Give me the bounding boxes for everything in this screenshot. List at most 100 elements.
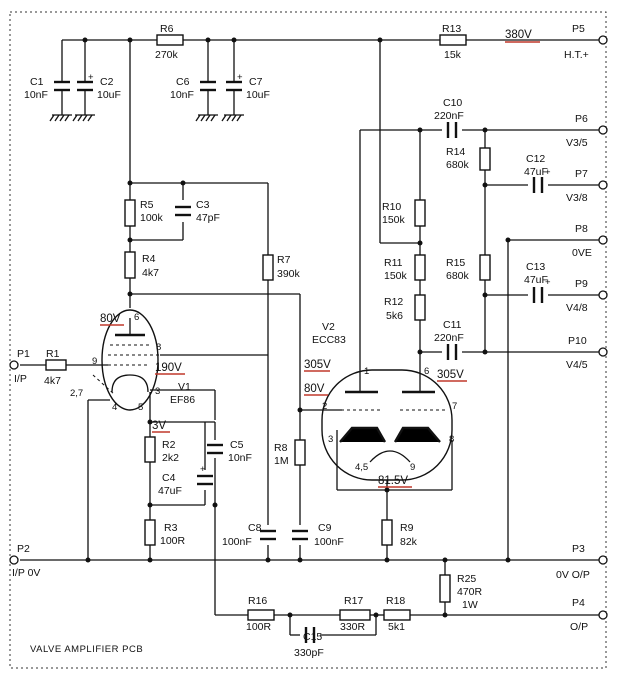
label-port-p2-id: P2: [17, 543, 30, 555]
label-c4-ref: C4: [162, 472, 176, 484]
label-r9-value: 82k: [400, 536, 418, 548]
label-r8-value: 1M: [274, 455, 289, 467]
resistor-r7-body: [262, 254, 274, 281]
label-port-p1-id: P1: [17, 348, 30, 360]
label-r9-ref: R9: [400, 522, 414, 534]
label-r2-value: 2k2: [162, 452, 179, 464]
capacitor-c7-symbol: [226, 72, 242, 100]
label-v1-pin-5: 5: [138, 402, 143, 413]
label-r7-ref: R7: [277, 254, 291, 266]
label-port-p3-name: 0V O/P: [556, 569, 590, 581]
label-port-p5-id: P5: [572, 23, 585, 35]
label-c12-value: 47uF: [524, 166, 548, 178]
label-v2-pin-2: 2: [322, 401, 327, 412]
label-c6-ref: C6: [176, 76, 190, 88]
label-c15-value: 330pF: [294, 647, 324, 659]
label-v1-pin-6: 6: [134, 312, 139, 323]
label-r1-ref: R1: [46, 348, 60, 360]
label-port-p6-id: P6: [575, 113, 588, 125]
polarity-plus-c12: +: [545, 167, 551, 178]
capacitor-c4-symbol: [197, 474, 213, 486]
capacitor-c5-symbol: [207, 443, 223, 455]
label-r13-ref: R13: [442, 23, 461, 35]
label-r25-value: 470R: [457, 586, 483, 598]
label-c7-ref: C7: [249, 76, 263, 88]
ground-symbols: [49, 114, 244, 122]
label-r7-value: 390k: [277, 268, 301, 280]
resistor-r9-body: [381, 519, 393, 546]
label-r13-value: 15k: [444, 49, 462, 61]
capacitor-c11-symbol: [446, 344, 458, 360]
label-v2-pin-6: 6: [424, 366, 429, 377]
resistors: [45, 34, 491, 621]
label-port-p8-id: P8: [575, 223, 588, 235]
polarity-plus-c4: +: [200, 464, 206, 475]
label-v1-pin-27: 2,7: [70, 388, 83, 399]
label-v1-pin-8: 8: [156, 342, 161, 353]
valve-v2-envelope: [321, 369, 453, 481]
label-port-p4-id: P4: [572, 597, 585, 609]
label-port-p1-name: I/P: [14, 373, 27, 385]
label-c13-value: 47uF: [524, 274, 548, 286]
label-c15-ref: C15: [303, 631, 322, 643]
polarity-plus-c13: +: [545, 277, 551, 288]
label-c8-ref: C8: [248, 522, 262, 534]
label-r8-ref: R8: [274, 442, 288, 454]
voltage-v2-cathode: 81.5V: [378, 475, 408, 487]
label-v2-pin-9: 9: [410, 462, 415, 473]
capacitor-c15-symbol: [304, 627, 316, 643]
label-c1-ref: C1: [30, 76, 44, 88]
capacitor-c6-symbol: [200, 72, 216, 100]
label-v2-pin-8: 8: [449, 434, 454, 445]
resistor-r3-body: [144, 519, 156, 546]
label-r5-ref: R5: [140, 199, 154, 211]
label-port-p6-name: V3/5: [566, 137, 588, 149]
label-c5-value: 10nF: [228, 452, 252, 464]
label-c2-ref: C2: [100, 76, 114, 88]
label-r16-ref: R16: [248, 595, 267, 607]
capacitor-c10-symbol: [446, 122, 458, 138]
label-r14-ref: R14: [446, 146, 465, 158]
label-r4-value: 4k7: [142, 267, 159, 279]
valve-v1-envelope: [101, 309, 159, 411]
resistor-r25-body: [439, 574, 451, 603]
label-c4-value: 47uF: [158, 485, 182, 497]
label-c12-ref: C12: [526, 153, 545, 165]
capacitor-c12-symbol: [532, 177, 544, 193]
resistor-r16-body: [247, 609, 275, 621]
label-v2-ref: V2: [322, 321, 335, 333]
label-r10-value: 150k: [382, 214, 406, 226]
ground-icon: [49, 114, 72, 122]
label-r10-ref: R10: [382, 201, 401, 213]
resistor-r14-body: [479, 147, 491, 171]
label-c2-value: 10uF: [97, 89, 121, 101]
voltage-v2-anode-b: 305V: [437, 369, 464, 381]
polarity-plus-c2: +: [88, 72, 94, 83]
label-c10-ref: C10: [443, 97, 462, 109]
polarity-plus-c7: +: [237, 72, 243, 83]
capacitors: [54, 72, 544, 643]
label-c11-ref: C11: [443, 319, 462, 331]
voltage-v2-anode-a: 305V: [304, 359, 331, 371]
label-v1-pin-3: 3: [155, 386, 160, 397]
port-pads: [9, 35, 608, 620]
label-v1-pin-9: 9: [92, 356, 97, 367]
capacitor-c1-symbol: [54, 72, 70, 100]
wiring: [20, 39, 600, 636]
label-v2-type: ECC83: [312, 334, 346, 346]
capacitor-c8-symbol: [260, 529, 276, 541]
label-port-p9-name: V4/8: [566, 302, 588, 314]
label-r3-ref: R3: [164, 522, 178, 534]
label-c9-ref: C9: [318, 522, 332, 534]
label-v1-type: EF86: [170, 394, 195, 406]
label-port-p7-name: V3/8: [566, 192, 588, 204]
label-r6-ref: R6: [160, 23, 174, 35]
label-r15-ref: R15: [446, 257, 465, 269]
label-port-p2-name: I/P 0V: [12, 567, 40, 579]
label-c9-value: 100nF: [314, 536, 344, 548]
resistor-r17-body: [339, 609, 371, 621]
label-c7-value: 10uF: [246, 89, 270, 101]
label-r4-ref: R4: [142, 253, 156, 265]
label-r1-value: 4k7: [44, 375, 61, 387]
